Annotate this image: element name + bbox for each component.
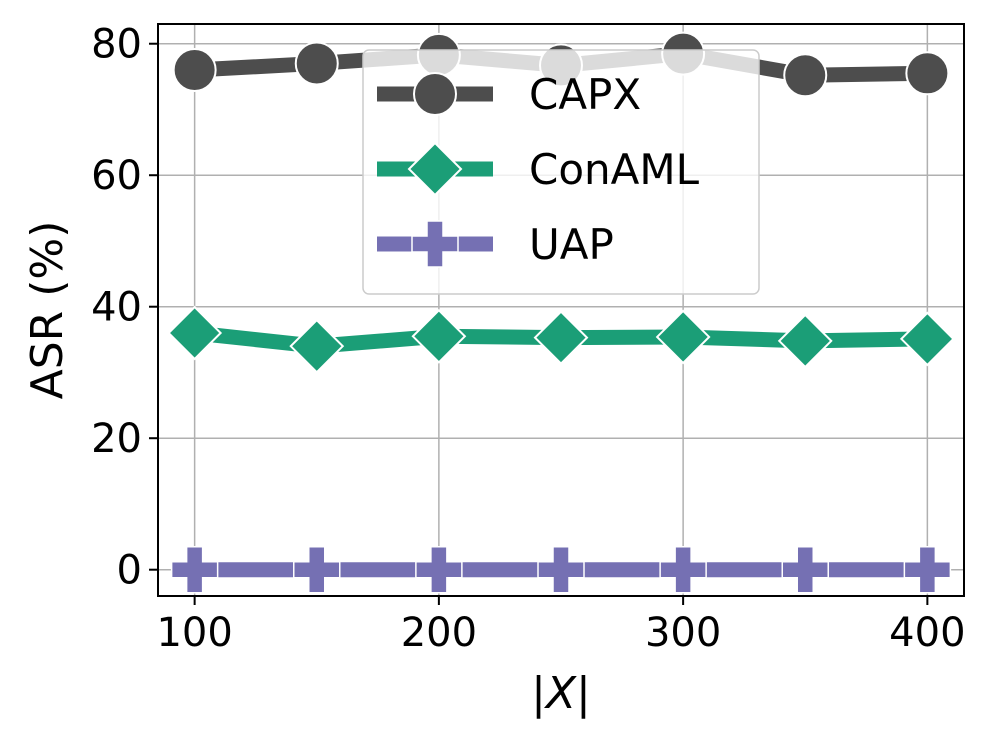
legend-conaml-label: ConAML: [529, 145, 700, 194]
y-tick-label: 20: [91, 416, 142, 462]
y-tick-label: 0: [117, 548, 142, 594]
conaml-point: [289, 318, 345, 374]
conaml-point: [777, 313, 833, 369]
x-tick-label: 300: [645, 610, 721, 656]
legend-conaml-marker: [407, 141, 463, 197]
legend: CAPX ConAML UAP: [362, 49, 760, 295]
capx-point: [905, 51, 950, 96]
uap-point: [415, 545, 463, 594]
capx-point: [783, 53, 828, 98]
uap-point: [537, 545, 585, 594]
capx-point: [294, 41, 339, 86]
x-axis-label: |X|: [531, 668, 591, 719]
uap-point: [293, 545, 341, 594]
y-tick-label: 80: [91, 22, 142, 68]
conaml-point: [411, 308, 467, 364]
uap-point: [659, 545, 707, 594]
uap-point: [781, 545, 829, 594]
conaml-point: [655, 309, 711, 365]
x-tick-label: 100: [156, 610, 232, 656]
series-conaml: [167, 305, 955, 374]
y-tick-label: 40: [91, 285, 142, 331]
x-tick-label: 400: [889, 610, 965, 656]
legend-uap-marker: [411, 220, 459, 268]
axis-ticks: 100 200 300 400 0 20 40 60 80: [91, 22, 965, 656]
legend-box: [362, 49, 760, 295]
uap-point: [903, 545, 952, 594]
legend-capx-marker: [413, 72, 457, 116]
legend-capx-label: CAPX: [529, 70, 641, 119]
x-tick-label: 200: [401, 610, 477, 656]
y-tick-label: 60: [91, 153, 142, 199]
y-axis-label: ASR (%): [22, 221, 73, 400]
conaml-point: [167, 305, 223, 361]
uap-point: [170, 545, 219, 594]
series-uap: [170, 545, 952, 594]
conaml-point: [533, 310, 589, 366]
conaml-point: [899, 311, 955, 367]
plot-frame: [157, 23, 965, 597]
capx-point: [172, 48, 217, 93]
legend-uap-label: UAP: [529, 220, 614, 269]
